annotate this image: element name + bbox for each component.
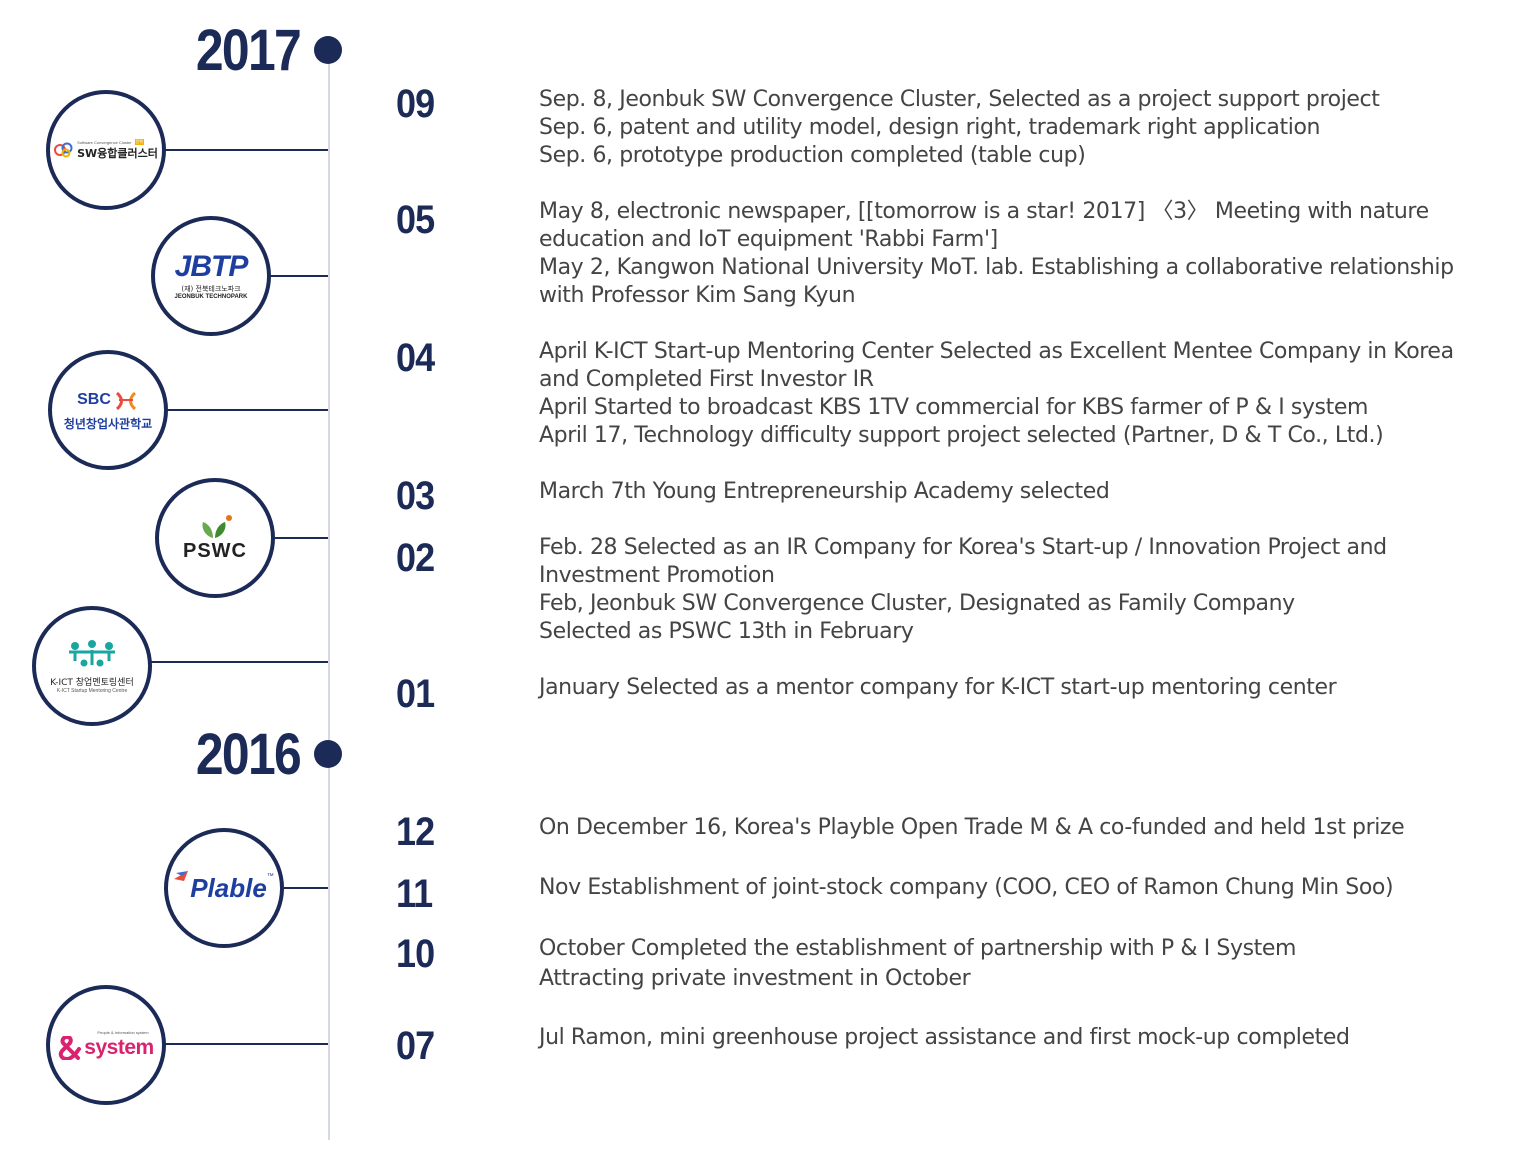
- entry-line: April 17, Technology difficulty support …: [539, 423, 1384, 448]
- sw-convergence-cluster-icon: [54, 142, 73, 158]
- entry-line: Selected as PSWC 13th in February: [539, 619, 914, 644]
- entry-text: May 8, electronic newspaper, [[tomorrow …: [539, 198, 1499, 310]
- entry-text: April K-ICT Start-up Mentoring Center Se…: [539, 338, 1499, 450]
- entry-text: January Selected as a mentor company for…: [539, 674, 1499, 702]
- connector-line: [162, 149, 328, 151]
- logo-k-ict: K-ICT 창업멘토링센터 K-ICT Startup Mentoring Ce…: [32, 606, 152, 726]
- entry-text: Jul Ramon, mini greenhouse project assis…: [539, 1024, 1499, 1052]
- logo-pswc: PSWC: [155, 478, 275, 598]
- entry-text: Nov Establishment of joint-stock company…: [539, 874, 1499, 902]
- entry-line: May 2, Kangwon National University MoT. …: [539, 255, 1454, 280]
- entry-line: April K-ICT Start-up Mentoring Center Se…: [539, 339, 1454, 364]
- connector-line: [270, 537, 328, 539]
- pswc-sprout-icon: [202, 514, 232, 538]
- entry-line: Jul Ramon, mini greenhouse project assis…: [539, 1025, 1350, 1050]
- logo-sub-en: JEONBUK TECHNOPARK: [174, 294, 248, 300]
- entry-line: May 8, electronic newspaper, [[tomorrow …: [539, 199, 1429, 224]
- timeline-axis: [328, 48, 330, 1140]
- entry-text: Feb. 28 Selected as an IR Company for Ko…: [539, 534, 1499, 646]
- month-label: 04: [396, 336, 435, 380]
- entry-text: On December 16, Korea's Playble Open Tra…: [539, 814, 1499, 842]
- pi-ampersand-icon: [59, 1036, 82, 1060]
- connector-line: [148, 661, 328, 663]
- connector-line: [282, 887, 328, 889]
- entry-line: April Started to broadcast KBS 1TV comme…: [539, 395, 1369, 420]
- month-label: 03: [396, 474, 435, 518]
- logo-small-text: People & Information system: [97, 1030, 149, 1035]
- entry-line: October Completed the establishment of p…: [539, 936, 1297, 961]
- connector-line: [164, 409, 328, 411]
- jbtp-icon: JBTP: [174, 250, 249, 283]
- month-label: 11: [396, 872, 433, 916]
- connector-line: [162, 1043, 328, 1045]
- logo-text: K-ICT 창업멘토링센터: [50, 677, 134, 688]
- entry-line: January Selected as a mentor company for…: [539, 675, 1337, 700]
- year-dot-2017: [314, 36, 342, 64]
- logo-sub: K-ICT Startup Mentoring Centre: [56, 687, 128, 694]
- logo-plable: Plable ™: [164, 828, 284, 948]
- month-label: 01: [396, 672, 435, 716]
- month-label: 07: [396, 1024, 435, 1068]
- entry-line: Feb, Jeonbuk SW Convergence Cluster, Des…: [539, 591, 1295, 616]
- entry-text: March 7th Young Entrepreneurship Academy…: [539, 478, 1499, 506]
- year-dot-2016: [314, 740, 342, 768]
- entry-line: March 7th Young Entrepreneurship Academy…: [539, 479, 1110, 504]
- entry-line: Sep. 8, Jeonbuk SW Convergence Cluster, …: [539, 87, 1380, 112]
- logo-text: SBC: [77, 390, 111, 408]
- entry-text: Sep. 8, Jeonbuk SW Convergence Cluster, …: [539, 86, 1499, 170]
- month-label: 12: [396, 810, 435, 854]
- logo-tm: ™: [266, 872, 274, 880]
- month-label: 09: [396, 82, 435, 126]
- logo-badge: 전북: [134, 139, 144, 145]
- logo-small-text: Software Convergence Cluster: [77, 139, 132, 145]
- logo-text: system: [84, 1036, 154, 1059]
- plable-arrow-icon: [174, 870, 189, 881]
- logo-jbtp: JBTP (재) 전북테크노파크 JEONBUK TECHNOPARK: [151, 216, 271, 336]
- entry-line: and Completed First Investor IR: [539, 367, 874, 392]
- connector-line: [266, 275, 328, 277]
- month-label: 10: [396, 932, 435, 976]
- entry-line: Attracting private investment in October: [539, 966, 971, 991]
- logo-sub-ko: (재) 전북테크노파크: [181, 285, 241, 293]
- logo-sw-convergence-cluster: Software Convergence Cluster 전북 SW융합클러스터: [46, 90, 166, 210]
- entry-line: Feb. 28 Selected as an IR Company for Ko…: [539, 535, 1387, 560]
- logo-sbc: SBC 청년창업사관학교: [48, 350, 168, 470]
- year-heading-2017: 2017: [195, 18, 302, 83]
- entry-line: Nov Establishment of joint-stock company…: [539, 875, 1394, 900]
- entry-line: education and IoT equipment 'Rabbi Farm'…: [539, 227, 998, 252]
- month-label: 02: [396, 536, 435, 580]
- entry-line: On December 16, Korea's Playble Open Tra…: [539, 815, 1405, 840]
- entry-text: October Completed the establishment of p…: [539, 934, 1499, 994]
- sbc-icon: [115, 391, 136, 410]
- entry-line: Investment Promotion: [539, 563, 775, 588]
- entry-line: Sep. 6, prototype production completed (…: [539, 143, 1086, 168]
- logo-text: SW융합클러스터: [77, 147, 158, 160]
- entry-line: Sep. 6, patent and utility model, design…: [539, 115, 1321, 140]
- logo-text: PSWC: [183, 539, 247, 562]
- logo-text: Plable: [190, 872, 267, 903]
- entry-line: with Professor Kim Sang Kyun: [539, 283, 856, 308]
- k-ict-people-icon: [69, 639, 115, 666]
- logo-pi-system: People & Information system system: [46, 985, 166, 1105]
- month-label: 05: [396, 198, 435, 242]
- logo-sub: 청년창업사관학교: [63, 416, 153, 431]
- year-heading-2016: 2016: [195, 722, 302, 787]
